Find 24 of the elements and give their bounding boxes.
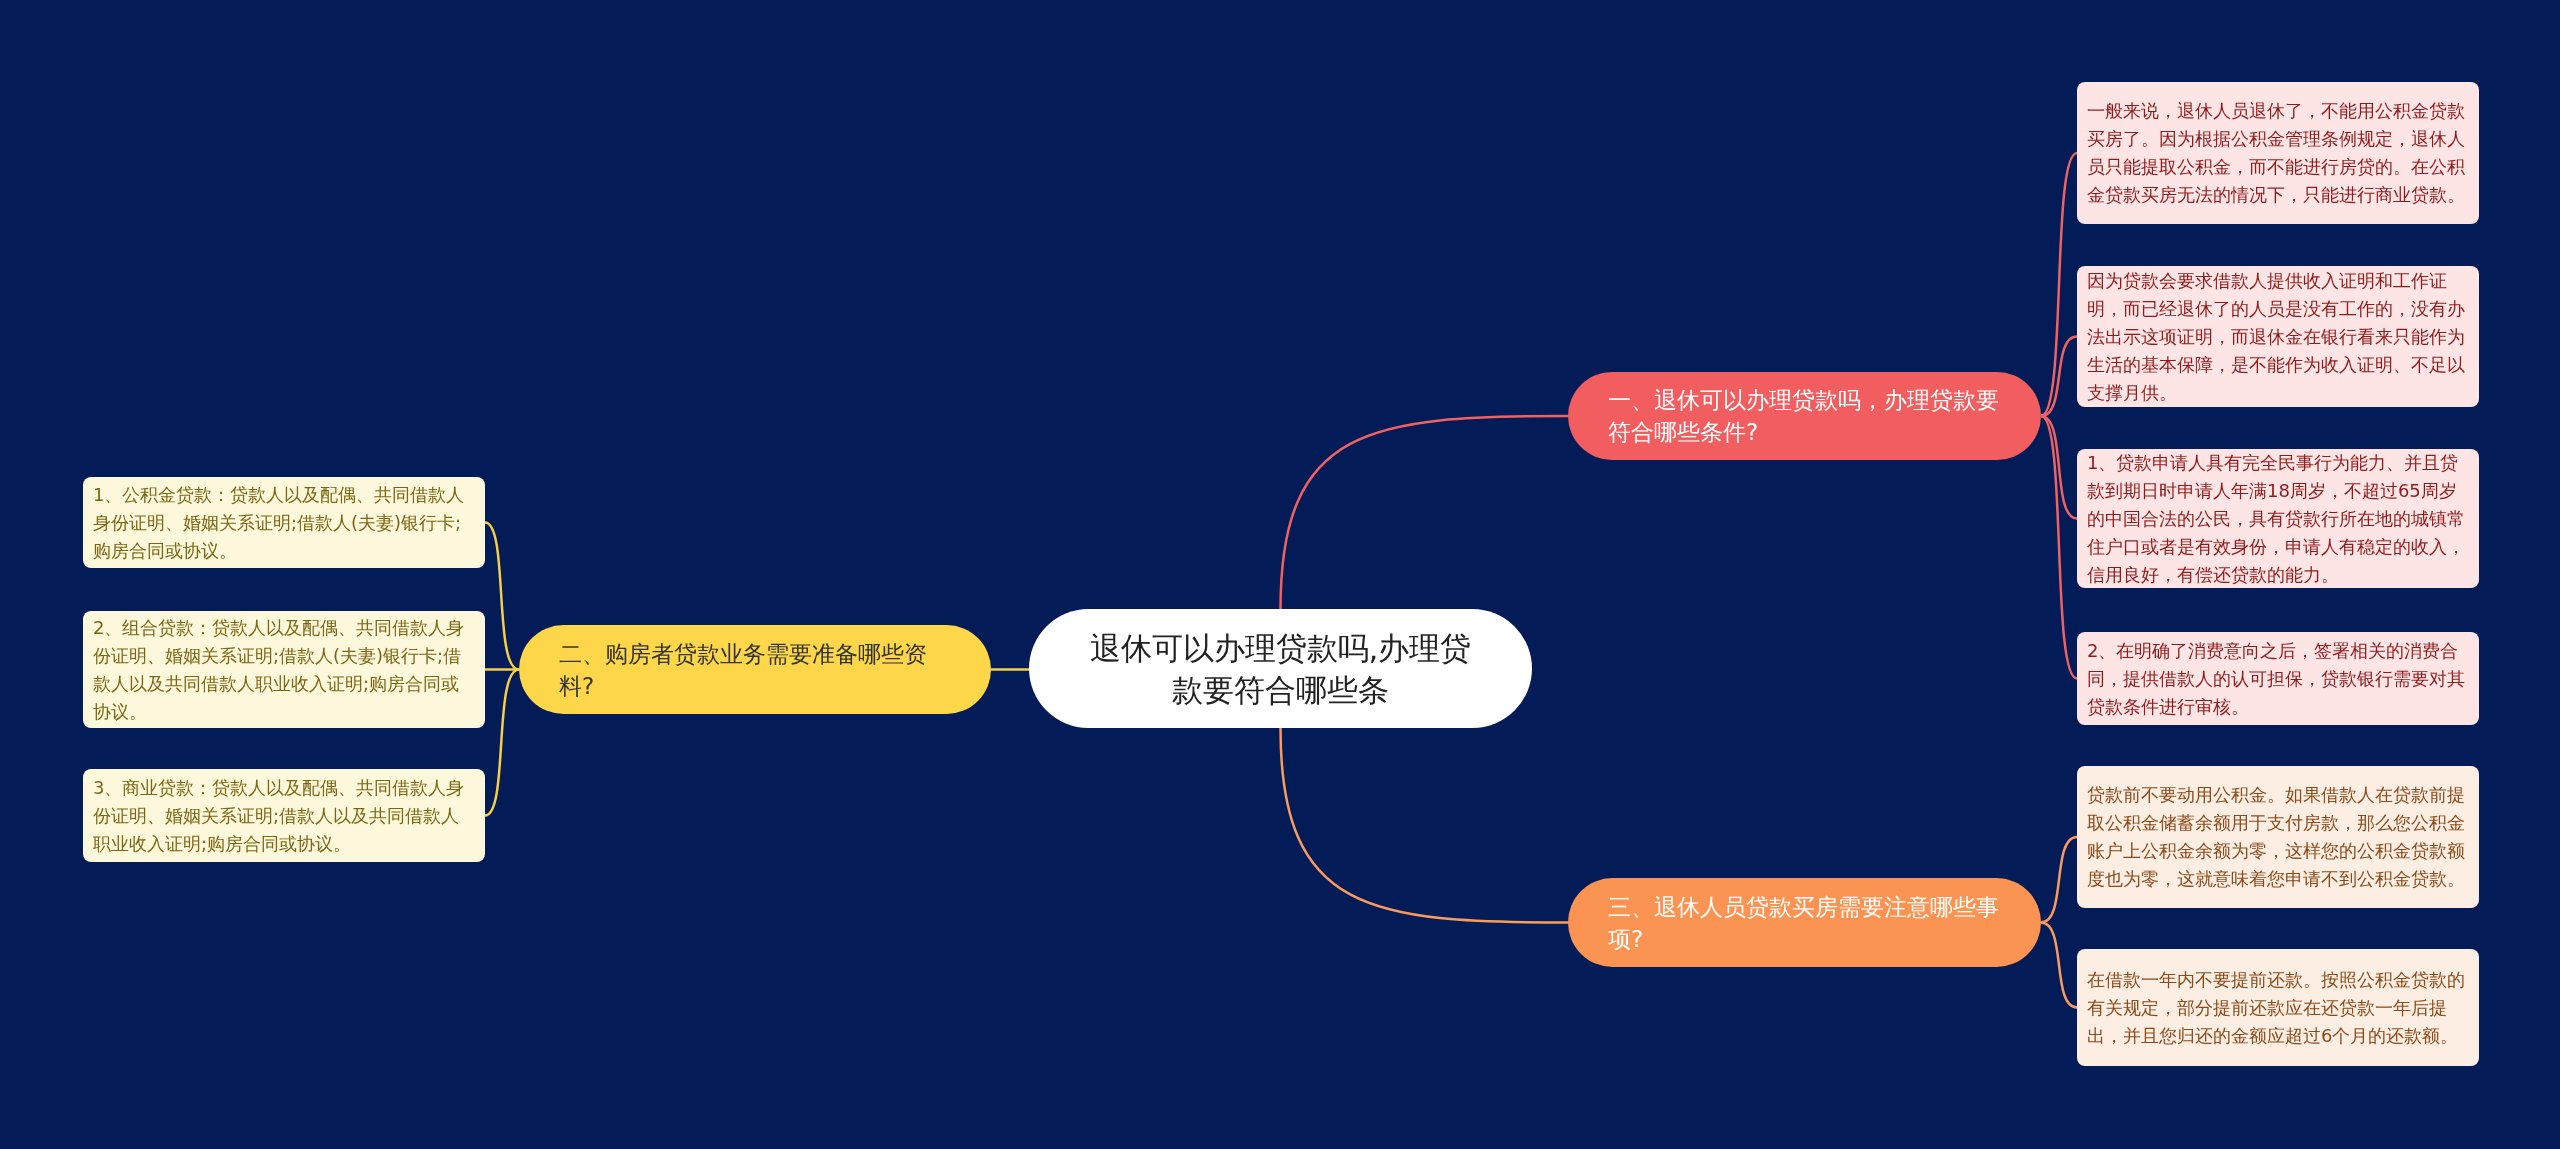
note-card: 1、贷款申请人具有完全民事行为能力、并且贷款到期日时申请人年满18周岁，不超过65周岁的中国合法的公民，具有贷款行所在地的城镇常住户口或者是有效身份，申请人有稳定的收入，信用良好，有偿还贷款的能力。 (2077, 449, 2479, 588)
connector-line (1279, 727, 1568, 924)
note-card: 2、组合贷款：贷款人以及配偶、共同借款人身份证明、婚姻关系证明;借款人(夫妻)银行卡;借款人以及共同借款人职业收入证明;购房合同或协议。 (83, 611, 485, 728)
connector-line (2040, 414, 2078, 520)
connector-line (485, 668, 519, 671)
connector-line (991, 668, 1029, 671)
connector-line (484, 668, 520, 817)
connector-line (2040, 835, 2078, 924)
connector-line (1279, 414, 1568, 610)
topic-pill: 一、退休可以办理贷款吗，办理贷款要符合哪些条件? (1568, 372, 2041, 460)
central-topic-pill: 退休可以办理贷款吗,办理贷款要符合哪些条 (1029, 609, 1532, 728)
note-card: 3、商业贷款：贷款人以及配偶、共同借款人身份证明、婚姻关系证明;借款人以及共同借款人职业收入证明;购房合同或协议。 (83, 769, 485, 862)
connector-line (2040, 415, 2078, 680)
topic-pill: 二、购房者贷款业务需要准备哪些资料? (519, 625, 991, 714)
note-card: 贷款前不要动用公积金。如果借款人在贷款前提取公积金储蓄余额用于支付房款，那么您公积金账户上公积金余额为零，这样您的公积金贷款额度也为零，这就意味着您申请不到公积金贷款。 (2077, 766, 2479, 908)
connector-line (2040, 335, 2078, 418)
note-card: 一般来说，退休人员退休了，不能用公积金贷款买房了。因为根据公积金管理条例规定，退休人员只能提取公积金，而不能进行房贷的。在公积金贷款买房无法的情况下，只能进行商业贷款。 (2077, 82, 2479, 224)
note-card: 2、在明确了消费意向之后，签署相关的消费合同，提供借款人的认可担保，贷款银行需要对其贷款条件进行审核。 (2077, 632, 2479, 725)
note-card: 因为贷款会要求借款人提供收入证明和工作证明，而已经退休了的人员是没有工作的，没有办法出示这项证明，而退休金在银行看来只能作为生活的基本保障，是不能作为收入证明、不足以支撑月供。 (2077, 266, 2479, 407)
topic-pill: 三、退休人员贷款买房需要注意哪些事项? (1568, 878, 2041, 967)
note-card: 在借款一年内不要提前还款。按照公积金贷款的有关规定，部分提前还款应在还贷款一年后提出，并且您归还的金额应超过6个月的还款额。 (2077, 949, 2479, 1066)
note-card: 1、公积金贷款：贷款人以及配偶、共同借款人身份证明、婚姻关系证明;借款人(夫妻)银行卡;购房合同或协议。 (83, 477, 485, 568)
connector-line (2040, 921, 2078, 1009)
connector-line (2040, 152, 2078, 417)
